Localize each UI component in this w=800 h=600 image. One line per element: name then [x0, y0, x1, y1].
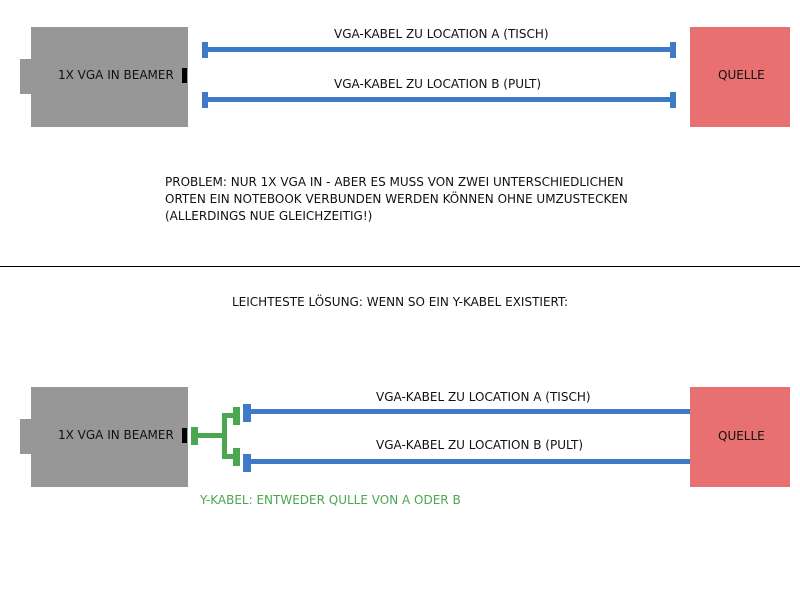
problem-line-1: PROBLEM: NUR 1X VGA IN - ABER ES MUSS VO… [165, 175, 624, 189]
problem-line-2: ORTEN EIN NOTEBOOK VERBUNDEN WERDEN KÖNN… [165, 192, 628, 206]
vga-in-port [182, 428, 187, 443]
beamer-side-connector [20, 59, 31, 94]
cable-b-label: VGA-KABEL ZU LOCATION B (PULT) [376, 438, 584, 452]
y-cable-socket-bottom [233, 448, 240, 466]
vga-in-port [182, 68, 187, 83]
cable-a-line [251, 409, 715, 414]
beamer-label: 1X VGA IN BEAMER [58, 68, 174, 82]
beamer-box [31, 387, 188, 487]
y-cable-vertical [222, 413, 227, 459]
cable-a-line [208, 47, 672, 52]
source-box [690, 387, 790, 487]
section-divider [0, 266, 800, 267]
solution-heading: LEICHTESTE LÖSUNG: WENN SO EIN Y-KABEL E… [232, 295, 569, 309]
source-label: QUELLE [718, 429, 765, 443]
source-label: QUELLE [718, 68, 765, 82]
source-box [690, 27, 790, 127]
y-cable-branch-bottom [222, 454, 234, 459]
problem-line-3: (ALLERDINGS NUE GLEICHZEITIG!) [165, 209, 373, 223]
cable-b-line [208, 97, 672, 102]
y-cable-branch-top [222, 413, 234, 418]
cable-a-end-left [243, 404, 251, 422]
cable-b-end-left [202, 92, 208, 108]
y-cable-label: Y-KABEL: ENTWEDER QULLE VON A ODER B [200, 493, 461, 507]
beamer-label: 1X VGA IN BEAMER [58, 428, 174, 442]
cable-a-label: VGA-KABEL ZU LOCATION A (TISCH) [376, 390, 591, 404]
beamer-box [31, 27, 188, 127]
cable-b-label: VGA-KABEL ZU LOCATION B (PULT) [334, 77, 542, 91]
y-cable-stem [198, 433, 224, 438]
cable-a-end-right [670, 42, 676, 58]
beamer-side-connector [20, 419, 31, 454]
cable-a-label: VGA-KABEL ZU LOCATION A (TISCH) [334, 27, 549, 41]
cable-b-end-left [243, 454, 251, 472]
y-cable-socket-top [233, 407, 240, 425]
y-cable-plug [191, 427, 198, 445]
cable-a-end-left [202, 42, 208, 58]
cable-b-line [251, 459, 715, 464]
cable-b-end-right [670, 92, 676, 108]
